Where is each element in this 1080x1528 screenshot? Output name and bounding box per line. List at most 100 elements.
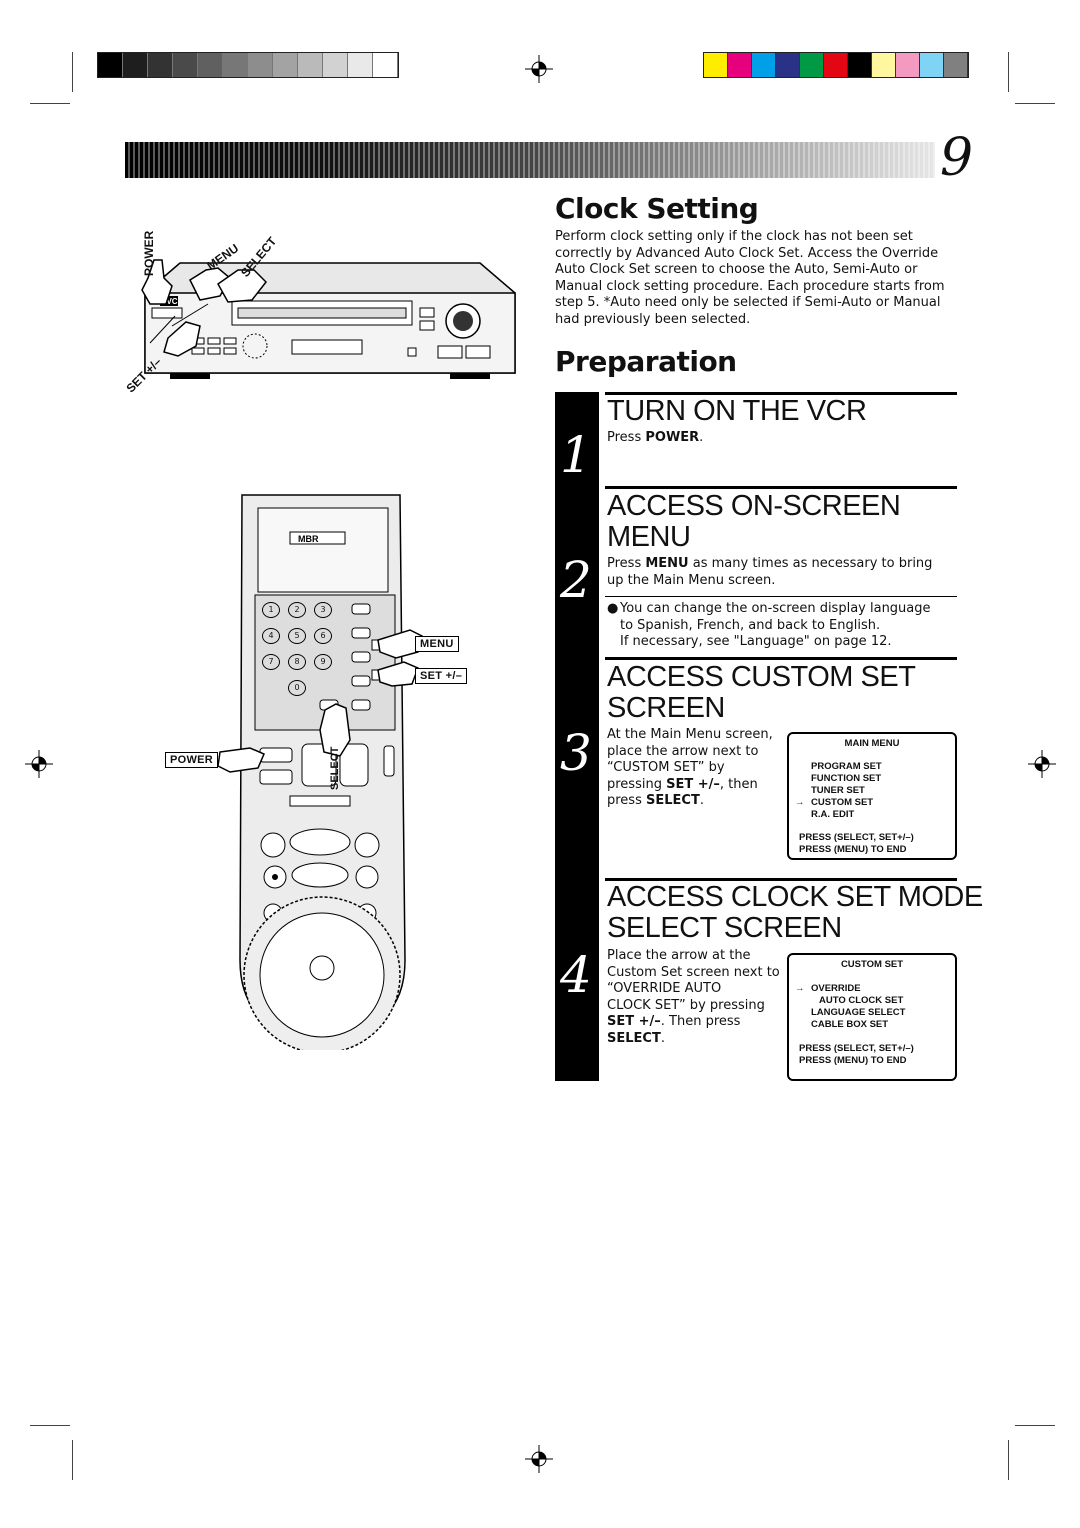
keypad-button: 9 [314,654,332,670]
osd-menu-item: CABLE BOX SET [811,1019,889,1030]
color-swatch [872,53,896,77]
gray-swatch [123,53,148,77]
step-number: 2 [560,551,592,609]
page-number: 9 [940,128,974,188]
keypad-button: 0 [288,680,306,696]
preparation-heading: Preparation [555,345,737,378]
keypad: 1 2 3 4 5 6 7 8 9 0 [262,602,344,696]
color-swatch [848,53,872,77]
keypad-button: 8 [288,654,306,670]
crop-mark [30,103,70,104]
gray-swatch [198,53,223,77]
step-divider [605,392,957,395]
registration-target-icon [525,55,553,83]
gray-swatch [98,53,123,77]
osd-footer: PRESS (MENU) TO END [799,844,907,855]
osd-menu-item: PROGRAM SET [811,761,882,772]
custom-set-screen: CUSTOM SET OVERRIDE AUTO CLOCK SET LANGU… [787,953,957,1081]
osd-menu-item-selected: OVERRIDE [789,983,955,995]
gray-swatch [323,53,348,77]
main-menu-screen: MAIN MENU PROGRAM SET FUNCTION SET TUNER… [787,732,957,860]
registration-target-icon [1028,750,1056,778]
osd-menu-item: R.A. EDIT [811,809,855,820]
step-1-heading: TURN ON THE VCR [607,395,867,427]
osd-footer: PRESS (SELECT, SET+/–) [799,832,914,843]
step-divider [605,878,957,881]
set-callout: SET +/– [415,668,468,684]
osd-footer: PRESS (MENU) TO END [799,1055,907,1066]
keypad-button: 2 [288,602,306,618]
step-number-column [555,392,599,1081]
vcr-drawing: JVC [141,259,516,379]
color-swatch [728,53,752,77]
color-swatch [752,53,776,77]
step-3-text: At the Main Menu screen, place the arrow… [607,727,773,808]
osd-menu-item: LANGUAGE SELECT [811,1007,906,1018]
step-2-text: Press MENU as many times as necessary to… [607,556,933,588]
color-registration-strip [703,52,969,78]
step-divider [605,486,957,489]
osd-menu-item: FUNCTION SET [811,773,882,784]
crop-mark [1008,1440,1009,1480]
step-1-text: Press POWER. [607,430,704,445]
step-4-text: Place the arrow at the Custom Set screen… [607,948,780,1046]
remote-drawing: MBR [217,494,423,1054]
gray-swatch [173,53,198,77]
section-title: Clock Setting [555,192,759,225]
gray-swatch [298,53,323,77]
menu-callout: MENU [415,636,459,652]
keypad-button: 6 [314,628,332,644]
crop-mark [30,1425,70,1426]
registration-target-icon [525,1445,553,1473]
crop-mark [72,52,73,92]
step-number: 4 [560,946,592,1004]
note-divider [605,596,957,597]
color-swatch [920,53,944,77]
color-swatch [800,53,824,77]
keypad-button: 4 [262,628,280,644]
osd-title: CUSTOM SET [840,959,904,970]
registration-target-icon [25,750,53,778]
gray-swatch [223,53,248,77]
gray-swatch [273,53,298,77]
bullet-icon: ● [607,601,619,616]
osd-footer: PRESS (SELECT, SET+/–) [799,1043,914,1054]
keypad-button: 7 [262,654,280,670]
power-callout: POWER [165,752,219,768]
vcr-illustration: JVC POWER MENU SELECT SET +/– [120,208,520,408]
color-swatch [896,53,920,77]
osd-menu-item-selected: CUSTOM SET [789,797,955,809]
crop-mark [1015,1425,1055,1426]
gray-swatch [248,53,273,77]
color-swatch [944,53,968,77]
crop-mark [72,1440,73,1480]
step-number: 1 [560,426,592,484]
gray-swatch [348,53,373,77]
keypad-button: 1 [262,602,280,618]
step-divider [605,657,957,660]
power-label: POWER [142,230,156,276]
gray-swatch [148,53,173,77]
grayscale-registration-strip [97,52,399,78]
step-number: 3 [560,724,592,782]
select-label: SELECT [329,746,341,790]
remote-illustration: MBR [160,490,480,1054]
intro-paragraph: Perform clock setting only if the clock … [555,229,945,327]
color-swatch [776,53,800,77]
keypad-button: 5 [288,628,306,644]
brand-logo: JVC [162,297,178,306]
crop-mark [1015,103,1055,104]
gray-swatch [373,53,398,77]
osd-title: MAIN MENU [844,738,900,749]
osd-menu-item: TUNER SET [811,785,865,796]
osd-menu-item: AUTO CLOCK SET [819,995,904,1006]
remote-logo: MBR [298,534,319,544]
step-2-note: ●You can change the on-screen display la… [607,601,931,649]
header-gradient-bar [125,142,935,178]
crop-mark [1008,52,1009,92]
color-swatch [704,53,728,77]
color-swatch [824,53,848,77]
